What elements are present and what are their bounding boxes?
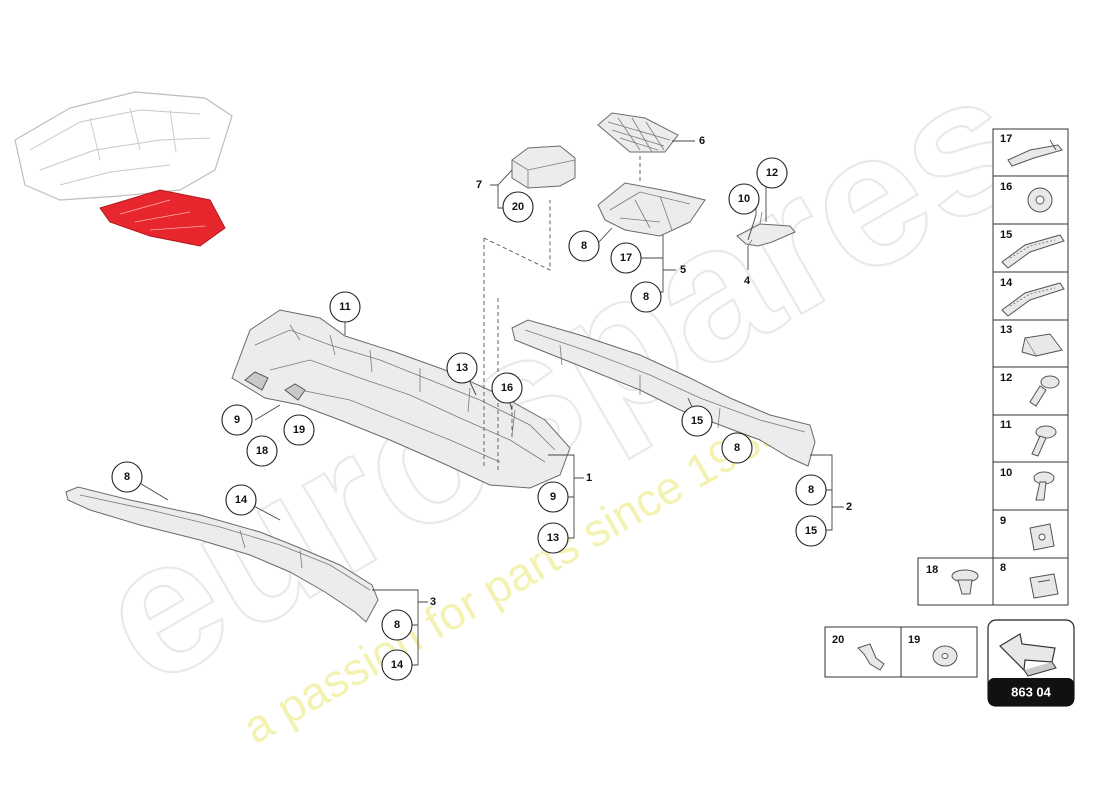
legend-number: 14 <box>1000 277 1013 289</box>
push-rivet-icon <box>951 569 979 595</box>
expansion-rivet-icon <box>1029 375 1060 407</box>
callout-8: 8 <box>381 609 413 641</box>
bracket-icon <box>857 643 885 671</box>
callouts: 20 8 17 8 10 12 11 13 16 9 18 19 9 13 15… <box>111 157 827 681</box>
group-label-5: 5 <box>680 264 686 276</box>
svg-text:14: 14 <box>391 659 404 671</box>
legend-number: 19 <box>908 634 920 646</box>
svg-text:8: 8 <box>394 619 400 631</box>
flange-bolt-icon <box>1033 471 1055 501</box>
callout-13: 13 <box>446 352 478 384</box>
part-mesh-mat <box>597 112 679 153</box>
callout-10: 10 <box>728 183 760 215</box>
legend-number: 17 <box>1000 133 1012 145</box>
washer-icon <box>932 645 958 667</box>
grommet-icon <box>1027 187 1053 213</box>
callout-8: 8 <box>111 461 143 493</box>
legend-number: 18 <box>926 564 938 576</box>
orientation-box: 863 04 <box>987 619 1075 707</box>
group-labels: 7 6 5 4 1 2 3 <box>430 135 852 608</box>
part-left-trim <box>65 486 379 623</box>
callout-8: 8 <box>721 432 753 464</box>
callout-16: 16 <box>491 372 523 404</box>
part-tray <box>597 182 706 237</box>
legend-number: 16 <box>1000 181 1012 193</box>
group-label-7: 7 <box>476 179 482 191</box>
clip-nut-icon <box>1029 523 1055 551</box>
svg-text:18: 18 <box>256 445 268 457</box>
svg-text:16: 16 <box>501 382 513 394</box>
svg-text:8: 8 <box>808 484 814 496</box>
callout-12: 12 <box>756 157 788 189</box>
svg-text:8: 8 <box>581 240 587 252</box>
spring-clip-icon <box>1029 573 1059 599</box>
fastener-legend: 17 16 15 14 13 12 11 10 9 8 18 <box>917 128 1069 606</box>
svg-text:9: 9 <box>550 491 556 503</box>
watermark-brand: eurospares <box>65 30 1058 726</box>
clip-strip-icon <box>1007 139 1063 167</box>
svg-text:8: 8 <box>124 471 130 483</box>
callout-19: 19 <box>283 414 315 446</box>
svg-text:13: 13 <box>547 532 559 544</box>
callout-14: 14 <box>225 484 257 516</box>
callout-17: 17 <box>610 242 642 274</box>
legend-number: 8 <box>1000 562 1006 574</box>
svg-text:14: 14 <box>235 494 248 506</box>
group-label-6: 6 <box>699 135 705 147</box>
svg-text:20: 20 <box>512 201 524 213</box>
svg-text:9: 9 <box>234 414 240 426</box>
legend-number: 15 <box>1000 229 1012 241</box>
svg-text:12: 12 <box>766 167 778 179</box>
callout-9: 9 <box>221 404 253 436</box>
legend-number: 20 <box>832 634 844 646</box>
legend-number: 11 <box>1000 419 1012 431</box>
callout-8: 8 <box>568 230 600 262</box>
bottom-legend: 20 19 <box>824 626 978 678</box>
svg-text:8: 8 <box>643 291 649 303</box>
flange-bolt-icon <box>1031 425 1057 457</box>
legend-number: 10 <box>1000 467 1012 479</box>
diagram-code: 863 04 <box>1011 685 1052 700</box>
legend-number: 9 <box>1000 515 1006 527</box>
callout-15: 15 <box>681 405 713 437</box>
svg-text:19: 19 <box>293 424 305 436</box>
group-label-1: 1 <box>586 472 592 484</box>
callout-14: 14 <box>381 649 413 681</box>
callout-8: 8 <box>795 474 827 506</box>
seal-strip-icon <box>1001 234 1065 269</box>
part-cushion <box>511 145 576 189</box>
callout-15: 15 <box>795 515 827 547</box>
callout-11: 11 <box>329 291 361 323</box>
part-center-tunnel <box>231 309 571 489</box>
callout-9: 9 <box>537 481 569 513</box>
callout-18: 18 <box>246 435 278 467</box>
legend-number: 12 <box>1000 372 1012 384</box>
group-label-2: 2 <box>846 501 852 513</box>
svg-text:15: 15 <box>691 415 703 427</box>
svg-text:15: 15 <box>805 525 817 537</box>
callout-8: 8 <box>630 281 662 313</box>
svg-text:17: 17 <box>620 252 632 264</box>
group-label-4: 4 <box>744 275 751 287</box>
callout-13: 13 <box>537 522 569 554</box>
part-right-trim <box>511 319 816 467</box>
direction-arrow-icon <box>999 633 1057 677</box>
svg-text:8: 8 <box>734 442 740 454</box>
seal-strip-icon <box>1001 282 1065 317</box>
callout-20: 20 <box>502 191 534 223</box>
svg-text:11: 11 <box>339 301 351 313</box>
diagram-code-badge <box>988 678 1074 706</box>
svg-text:13: 13 <box>456 362 468 374</box>
group-label-3: 3 <box>430 596 436 608</box>
dashboard-overview-icon <box>14 91 233 247</box>
svg-text:10: 10 <box>738 193 750 205</box>
legend-number: 13 <box>1000 324 1012 336</box>
clip-bracket-icon <box>1021 333 1063 357</box>
